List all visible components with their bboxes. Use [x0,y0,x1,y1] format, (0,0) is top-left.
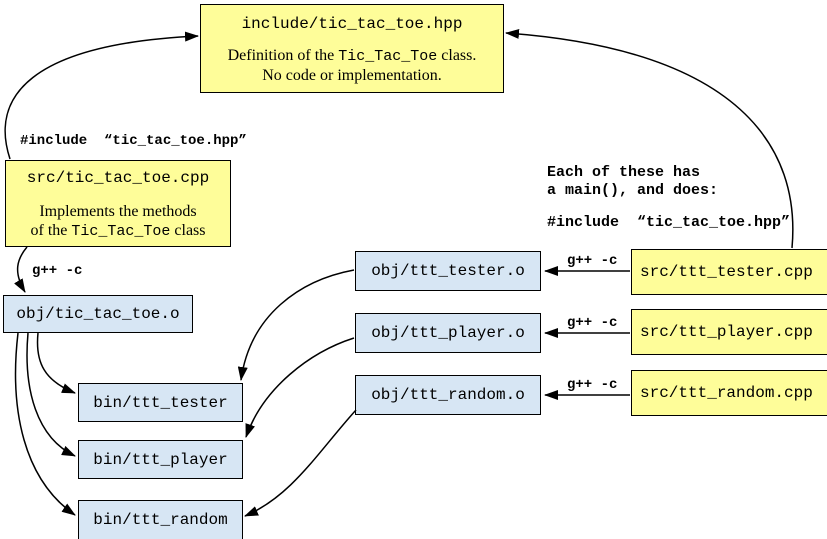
gpp-compile-tester-label: g++ -c [567,253,618,269]
node-title: obj/tic_tac_toe.o [16,305,180,323]
node-bin-ttt-tester: bin/ttt_tester [78,383,243,422]
node-title: bin/ttt_player [93,450,228,469]
node-title: obj/ttt_random.o [371,386,525,404]
node-title: src/ttt_player.cpp [640,323,813,341]
desc-text: class. [437,47,477,64]
node-obj-tic-tac-toe-o: obj/tic_tac_toe.o [3,295,193,333]
desc-code: Tic_Tac_Toe [71,223,171,240]
node-title: include/tic_tac_toe.hpp [241,15,463,33]
node-src-ttt-player-cpp: src/ttt_player.cpp [631,309,827,355]
node-title: src/ttt_tester.cpp [640,263,813,281]
node-bin-ttt-random: bin/ttt_random [78,500,243,539]
node-title: src/tic_tac_toe.cpp [26,169,210,187]
node-description-line1: Definition of the Tic_Tac_Toe class. [201,46,503,66]
arrow-src-tic-to-obj-tic [14,246,28,293]
desc-text: of the [30,222,72,239]
arrow-obj-tester-to-bin-tester [237,269,355,381]
node-obj-ttt-player-o: obj/ttt_player.o [355,313,541,353]
node-title: bin/ttt_random [93,511,228,529]
arrow-obj-tic-to-bin-player [26,332,76,457]
desc-text: class [170,222,206,239]
gpp-compile-random-label: g++ -c [567,377,618,393]
arrow-obj-random-to-bin-random [244,409,357,517]
arrow-obj-tic-to-bin-tester [36,332,76,394]
node-src-ttt-tester-cpp: src/ttt_tester.cpp [631,249,827,295]
node-obj-ttt-random-o: obj/ttt_random.o [355,375,541,415]
node-description-line2: No code or implementation. [262,67,442,84]
node-title: bin/ttt_tester [93,393,228,412]
node-title: src/ttt_random.cpp [640,384,813,402]
include-directive-right-label: #include “tic_tac_toe.hpp” [547,214,791,231]
node-src-ttt-random-cpp: src/ttt_random.cpp [631,370,827,416]
node-src-tic-tac-toe-cpp: src/tic_tac_toe.cpp Implements the metho… [5,160,231,247]
node-include-hpp: include/tic_tac_toe.hpp Definition of th… [200,4,504,93]
gpp-compile-player-label: g++ -c [567,315,618,331]
arrow-obj-player-to-bin-player [245,337,355,438]
gpp-compile-left-label: g++ -c [32,263,83,279]
node-bin-ttt-player: bin/ttt_player [78,440,243,479]
node-title: obj/ttt_player.o [371,324,525,342]
node-obj-ttt-tester-o: obj/ttt_tester.o [355,251,541,291]
each-main-note: Each of these has a main(), and does: [547,164,719,199]
include-directive-left-label: #include “tic_tac_toe.hpp” [20,133,247,149]
node-description-line2: of the Tic_Tac_Toe class [6,221,230,241]
arrow-obj-tic-to-bin-random [14,332,76,516]
node-description-line1: Implements the methods [39,203,197,220]
desc-text: Definition of the [227,47,339,64]
node-title: obj/ttt_tester.o [371,262,525,280]
desc-code: Tic_Tac_Toe [338,48,438,65]
